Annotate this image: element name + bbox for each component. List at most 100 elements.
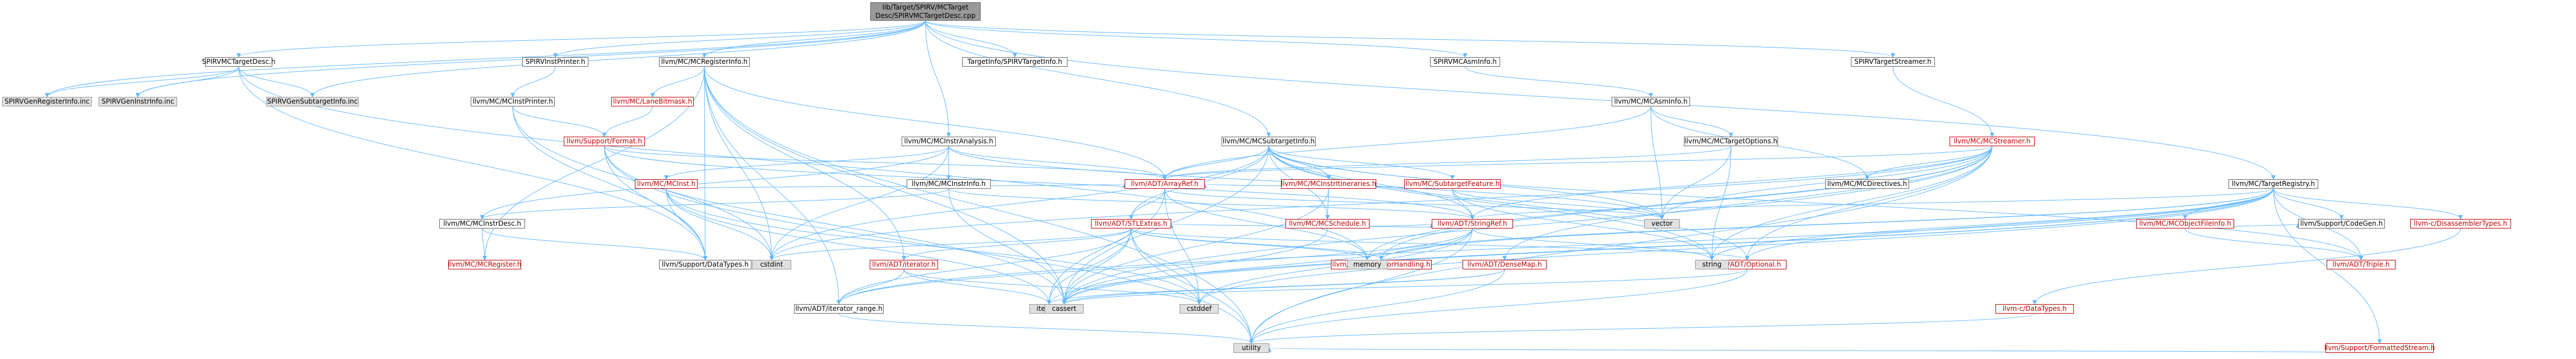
edge-mcstreamer-to-utility (1249, 146, 1993, 344)
edge-stringref-to-iterrange (837, 228, 1473, 305)
edge-mcstreamer-to-cassert (1062, 146, 1993, 305)
edge-root-to-streamerh (925, 20, 1895, 58)
edge-mcreginfo-to-utility (704, 66, 1254, 344)
edge-targetregistry-to-cstddef (1197, 188, 2274, 305)
edge-mctargetoptions-to-vector (1660, 146, 1732, 220)
graph-node-arrayref[interactable]: llvm/ADT/ArrayRef.h (1125, 179, 1205, 189)
edge-arrayref-to-memory (1164, 188, 1370, 260)
edge-mctargetoptions-to-arrayref (1162, 146, 1732, 180)
edge-mcinstrdesc-to-mcregister (482, 228, 487, 260)
edge-spirvmctd-to-geninstr (136, 66, 239, 97)
graph-node-vector: vector (1644, 219, 1680, 229)
graph-node-mcstreamer[interactable]: llvm/MC/MCStreamer.h (1950, 137, 2035, 146)
edge-spirvmctd-to-datatypes (238, 66, 708, 260)
edge-subtargetfeature-to-stringref (1452, 188, 1475, 220)
graph-node-mcinstprinter[interactable]: llvm/MC/MCInstPrinter.h (471, 97, 555, 106)
edge-iterrange-to-utility (838, 313, 1254, 344)
edge-mcreginfo-to-iteratorh (704, 66, 906, 260)
edge-lanebitmask-to-format (602, 106, 653, 137)
edge-targetregistry-to-stringref (1470, 188, 2274, 220)
edge-mcstreamer-to-arrayref (1162, 146, 1993, 180)
graph-node-codegen[interactable]: llvm/Support/CodeGen.h (2298, 219, 2385, 229)
graph-node-iteratorh[interactable]: llvm/ADT/iterator.h (870, 260, 938, 269)
graph-node-datatypes[interactable]: llvm/Support/DataTypes.h (659, 260, 751, 269)
edge-root-to-mcreginfo (702, 20, 926, 58)
graph-node-mcinstrdesc[interactable]: llvm/MC/MCInstrDesc.h (439, 219, 525, 229)
graph-node-triple[interactable]: llvm/ADT/Triple.h (2327, 260, 2396, 269)
edge-mctargetoptions-to-string (1710, 146, 1732, 260)
edge-mcstreamer-to-stringref (1470, 146, 1993, 220)
graph-node-format[interactable]: llvm/Support/Format.h (564, 137, 645, 146)
graph-node-mcasminfo[interactable]: llvm/MC/MCAsmInfo.h (1612, 97, 1690, 106)
graph-node-stlextras[interactable]: llvm/ADT/STLExtras.h (1091, 219, 1171, 229)
edge-targetregistry-to-disasmtypes (2273, 188, 2463, 220)
edge-targetregistry-to-cassert (1062, 188, 2274, 305)
graph-node-formattedstream[interactable]: llvm/Support/FormattedStream.h (2324, 343, 2435, 353)
edge-spirvmctd-to-gensub (238, 66, 315, 97)
edge-mcinstrit-to-cassert (1062, 188, 1329, 305)
graph-node-mctargetoptions[interactable]: llvm/MC/MCTargetOptions.h (1684, 137, 1778, 146)
edge-mcreginfo-to-mcregister (482, 66, 705, 260)
graph-node-streamerh[interactable]: SPIRVTargetStreamer.h (1851, 57, 1935, 67)
edge-iteratorh-to-cstddef (903, 269, 1201, 305)
graph-node-mcinstranalysis[interactable]: llvm/MC/MCInstrAnalysis.h (902, 137, 996, 146)
graph-node-subtargetfeature[interactable]: llvm/MC/SubtargetFeature.h (1404, 179, 1501, 189)
edge-mcsubtarget-to-cstdint (769, 146, 1269, 260)
graph-node-root[interactable]: lib/Target/SPIRV/MCTarget Desc/SPIRVMCTa… (870, 2, 981, 21)
edge-mcasminfo-to-arrayref (1162, 106, 1651, 180)
edge-iteratorh-to-iterator (903, 269, 1051, 305)
edge-mcinstrinfo-to-mcinstrdesc (480, 188, 949, 220)
edge-densemap-to-iterator (1047, 269, 1505, 305)
edge-root-to-mcinstranalysis (925, 20, 951, 137)
edge-stringref-to-string (1472, 228, 1714, 260)
edge-mcinstranalysis-to-arrayref (948, 146, 1167, 180)
graph-node-cstdint: cstdint (752, 260, 791, 269)
graph-node-iterrange[interactable]: llvm/ADT/iterator_range.h (794, 304, 884, 314)
edge-mcinstranalysis-to-mcinst (664, 146, 949, 180)
edge-mcobjfile-to-triple (2185, 228, 2364, 260)
edge-mcreginfo-to-iterrange (704, 66, 841, 305)
graph-node-densemap[interactable]: llvm/ADT/DenseMap.h (1463, 260, 1547, 269)
graph-node-spirvmctd[interactable]: SPIRVMCTargetDesc.h (202, 57, 276, 67)
graph-node-mcreginfo[interactable]: llvm/MC/MCRegisterInfo.h (659, 57, 750, 67)
graph-node-mcsubtarget[interactable]: llvm/MC/MCSubtargetInfo.h (1222, 137, 1316, 146)
edge-mcinstrdesc-to-datatypes (482, 228, 708, 260)
graph-node-mcschedule[interactable]: llvm/MC/MCSchedule.h (1285, 219, 1370, 229)
edge-stringref-to-cassert (1062, 228, 1473, 305)
edge-spirvmctd-to-memory (238, 66, 1370, 260)
edge-root-to-genreg (45, 20, 926, 97)
edge-stlextras-to-utility (1131, 228, 1254, 344)
edge-root-to-gensub (310, 20, 926, 97)
edge-asminfoh-to-mcasminfo (1465, 66, 1653, 97)
graph-node-lanebitmask[interactable]: llvm/MC/LaneBitmask.h (611, 97, 694, 106)
edge-iteratorh-to-iterrange (837, 269, 904, 305)
graph-node-asminfoh[interactable]: SPIRVMCAsmInfo.h (1430, 57, 1500, 67)
edge-stlextras-to-cstddef (1131, 228, 1201, 305)
graph-node-targetregistry[interactable]: llvm/MC/TargetRegistry.h (2229, 179, 2318, 189)
edge-subtargetfeature-to-vector (1452, 188, 1664, 220)
edge-targetregistry-to-iterrange (837, 188, 2274, 305)
graph-node-genreg: SPIRVGenRegisterInfo.inc (2, 97, 92, 106)
graph-node-mcregister[interactable]: llvm/MC/MCRegister.h (448, 260, 522, 269)
graph-node-mcobjfile[interactable]: llvm/MC/MCObjectFileInfo.h (2136, 219, 2234, 229)
edge-targetregistry-to-codegen (2273, 188, 2344, 220)
graph-node-cstddef: cstddef (1180, 304, 1219, 314)
graph-node-disasmtypes[interactable]: llvm-c/DisassemblerTypes.h (2410, 219, 2511, 229)
graph-node-instprinter[interactable]: SPIRVInstPrinter.h (522, 57, 588, 67)
edge-format-to-arrayref (604, 146, 1167, 180)
graph-node-mcdirectives[interactable]: llvm/MC/MCDirectives.h (1825, 179, 1909, 189)
graph-node-mcinstrit[interactable]: llvm/MC/MCInstrItineraries.h (1280, 179, 1377, 189)
edge-stlextras-to-cstdint (769, 228, 1131, 260)
graph-node-mcinst[interactable]: llvm/MC/MCInst.h (635, 179, 698, 189)
edge-mcsubtarget-to-subtargetfeature (1268, 146, 1455, 180)
edge-subtargetfeature-to-string (1452, 188, 1714, 260)
edge-densemap-to-utility (1249, 269, 1505, 344)
graph-node-targetinfo[interactable]: TargetInfo/SPIRVTargetInfo.h (962, 57, 1067, 67)
edge-stlextras-to-iteratorh (902, 228, 1131, 260)
edge-mcreginfo-to-datatypes (703, 66, 708, 260)
graph-node-cdatatypes[interactable]: llvm-c/DataTypes.h (1995, 304, 2074, 314)
graph-node-stringref[interactable]: llvm/ADT/StringRef.h (1432, 219, 1513, 229)
graph-node-mcinstrinfo[interactable]: llvm/MC/MCInstrInfo.h (907, 179, 991, 189)
edge-mcinstrinfo-to-cassert (948, 188, 1066, 305)
